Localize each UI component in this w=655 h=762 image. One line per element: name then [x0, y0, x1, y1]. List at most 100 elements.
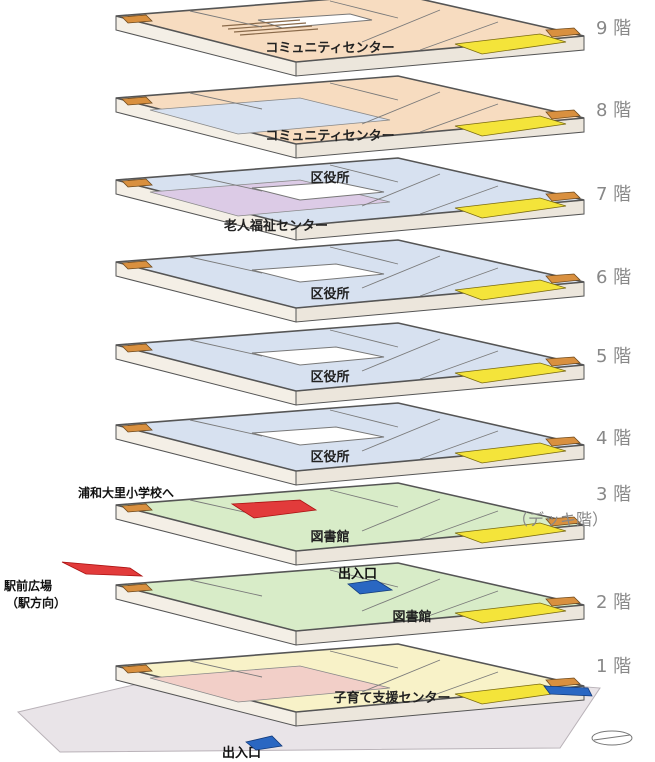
partition-wall — [361, 91, 441, 125]
entrance-arrow-lower — [245, 735, 283, 751]
floor-4: 区役所 4 階 — [115, 402, 631, 486]
partition-wall — [189, 339, 263, 357]
partition-wall — [419, 185, 499, 215]
partition-wall — [189, 660, 263, 678]
floor-zone-label: 区役所 — [310, 286, 349, 302]
floor-8: コミュニティセンター 8 階 — [115, 75, 631, 159]
seating-row — [239, 28, 319, 36]
seating-row — [227, 22, 307, 30]
partition-wall — [361, 578, 441, 612]
partition-wall — [329, 164, 399, 183]
stair-left — [121, 14, 153, 24]
atrium-void — [251, 426, 385, 446]
partition-wall — [361, 255, 441, 289]
floor-level-label: 2 階 — [596, 592, 631, 613]
partition-wall — [189, 419, 263, 437]
partition-wall — [361, 173, 441, 207]
atrium-void — [251, 346, 385, 366]
entrance-label-upper: 出入口 — [338, 566, 377, 582]
stair-right — [545, 436, 581, 447]
partition-wall — [361, 659, 441, 693]
service-core — [454, 33, 567, 55]
stair-left — [121, 260, 153, 270]
service-core — [454, 115, 567, 137]
stair-right — [545, 356, 581, 367]
partition-wall — [329, 489, 399, 508]
partition-wall — [329, 409, 399, 428]
floor-level-label: 7 階 — [596, 184, 631, 205]
stair-right — [545, 27, 581, 38]
partition-wall — [419, 267, 499, 297]
partition-wall — [419, 350, 499, 380]
floor-zone-label: コミュニティセンター — [265, 41, 394, 56]
entrance-arrow-upper — [347, 579, 394, 595]
floor-level-sublabel: （デッキ階） — [512, 510, 608, 529]
stair-left — [121, 503, 153, 513]
entrance-label-lower: 出入口 — [222, 745, 261, 761]
partition-wall — [329, 329, 399, 348]
floor-9: コミュニティセンター 9 階 — [115, 0, 631, 77]
floor-6: 区役所 6 階 — [115, 239, 631, 323]
seating-row — [233, 25, 313, 33]
stair-left — [121, 664, 153, 674]
floor-level-label: 8 階 — [596, 100, 631, 121]
station-direction-label: （駅方向） — [6, 595, 66, 610]
stair-left — [121, 343, 153, 353]
partition-wall — [189, 92, 263, 110]
partition-wall — [329, 0, 399, 19]
floor-2: 図書館 2 階 — [115, 562, 631, 646]
floor-zone-label: 区役所 — [310, 170, 349, 186]
service-core — [454, 279, 567, 301]
floor-zone-label: 図書館 — [392, 609, 431, 625]
partition-wall — [361, 338, 441, 372]
partition-wall — [419, 671, 499, 701]
stair-right — [545, 273, 581, 284]
partition-wall — [361, 498, 441, 532]
arrow-to-station — [61, 561, 144, 577]
floor-zone-label: 区役所 — [310, 369, 349, 385]
service-core — [454, 362, 567, 384]
floor-level-label: 9 階 — [596, 18, 631, 39]
partition-wall — [329, 82, 399, 101]
floor-zone-label: 図書館 — [310, 529, 349, 545]
floor-zone-label: 区役所 — [310, 449, 349, 465]
partition-wall — [189, 10, 263, 28]
stair-right — [545, 677, 581, 688]
stair-right — [545, 596, 581, 607]
entrance-arrow-east — [543, 685, 593, 697]
secondary-zone — [149, 97, 391, 135]
service-core — [454, 197, 567, 219]
atrium-void — [251, 263, 385, 283]
seating-row — [221, 19, 301, 27]
floor-level-label: 4 階 — [596, 428, 631, 449]
partition-wall — [419, 21, 499, 51]
stair-right — [545, 109, 581, 120]
stair-left — [121, 96, 153, 106]
stair-left — [121, 583, 153, 593]
station-plaza-label: 駅前広場 — [3, 578, 52, 593]
partition-wall — [189, 174, 263, 192]
partition-wall — [189, 579, 263, 597]
partition-wall — [361, 9, 441, 43]
service-core — [454, 442, 567, 464]
compass-icon — [591, 730, 633, 746]
partition-wall — [189, 256, 263, 274]
annotations: 浦和大里小学校へ 駅前広場 （駅方向） 出入口 出入口 — [3, 485, 633, 761]
floor-zone-label: 子育て支援センター — [333, 690, 450, 706]
partition-wall — [361, 418, 441, 452]
floor-5: 区役所 5 階 — [115, 322, 631, 406]
floor-level-label: 6 階 — [596, 267, 631, 288]
partition-wall — [419, 430, 499, 460]
partition-wall — [329, 246, 399, 265]
stair-left — [121, 178, 153, 188]
floor-level-label: 5 階 — [596, 346, 631, 367]
floor-zone-label: コミュニティセンター — [265, 129, 394, 144]
arrow-to-school — [230, 499, 318, 519]
compass-needle — [593, 734, 631, 741]
partition-wall — [329, 650, 399, 669]
